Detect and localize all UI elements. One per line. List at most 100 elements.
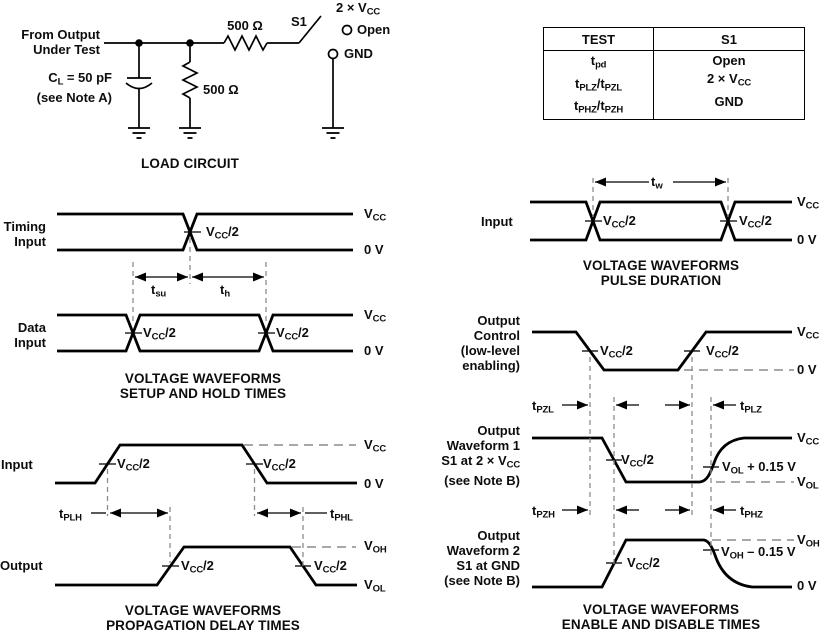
frag: V	[706, 343, 715, 358]
output-control-label: Output Control (low-level enabling)	[452, 313, 520, 373]
frag: CC	[372, 212, 387, 224]
frag: PLZ	[579, 82, 597, 93]
frag: /2	[228, 224, 239, 239]
frag: CC	[125, 462, 140, 474]
frag: /2	[336, 558, 347, 573]
frag: V	[117, 456, 126, 471]
vcc-half-label: VCC/2	[276, 325, 309, 345]
timing-input-label: Timing Input	[2, 219, 46, 249]
series-resistor-symbol	[223, 34, 268, 52]
frag: V	[364, 307, 373, 322]
frag: V	[263, 456, 272, 471]
test-column-header: TEST	[543, 27, 654, 51]
pulse-duration-caption: VOLTAGE WAVEFORMS PULSE DURATION	[521, 258, 801, 288]
s1-2xvcc: 2 × VCC	[654, 69, 804, 92]
gnd-terminal	[327, 48, 339, 60]
frag: V	[627, 555, 636, 570]
frag: CC	[714, 349, 729, 361]
dashed-time-markers	[106, 178, 729, 568]
source-line1: From Output	[21, 27, 100, 42]
voh-level-label: VOH	[364, 538, 387, 558]
zero-v-level-label: 0 V	[364, 242, 384, 257]
frag: CC	[805, 436, 820, 448]
zero-v-level-label: 0 V	[364, 476, 384, 491]
frag: t	[740, 398, 745, 413]
dimension-arrows	[91, 177, 736, 518]
frag: t	[532, 503, 537, 518]
output-waveform1-trace	[532, 436, 792, 484]
frag: = 50 pF	[63, 70, 112, 85]
s1-open: Open	[712, 53, 746, 68]
frag: L	[57, 76, 64, 88]
pulse-input-label: Input	[481, 214, 513, 229]
frag: V	[364, 206, 373, 221]
frag: /2	[622, 343, 633, 358]
frag: CC	[737, 77, 752, 89]
frag: PLZ	[744, 404, 762, 416]
shunt-resistor-symbol	[181, 61, 199, 99]
frag: V	[722, 459, 731, 474]
data-input-trace	[57, 313, 353, 353]
frag: + 0.15 V	[743, 459, 796, 474]
tsu-label: tsu	[151, 282, 166, 302]
zero-v-level-label: 0 V	[797, 232, 817, 247]
frag: CC	[372, 443, 387, 455]
frag: V	[797, 430, 806, 445]
label-line: Control	[473, 328, 520, 343]
vcc-level-label: VCC	[364, 437, 386, 457]
frag: 2 × V	[706, 71, 738, 86]
vol-level-label: VOL	[797, 474, 819, 494]
label-line: Waveform 1	[446, 438, 520, 453]
s1-gnd: GND	[714, 93, 744, 109]
pulse-input-trace	[530, 200, 792, 242]
frag: PZL	[604, 82, 623, 93]
s1-column-cell: Open 2 × VCC GND	[653, 50, 805, 120]
frag: PLH	[63, 512, 82, 524]
caption-line: VOLTAGE WAVEFORMS	[582, 258, 740, 273]
frag: CC	[747, 219, 762, 231]
frag: – 0.15 V	[743, 544, 796, 559]
switch-blade	[298, 15, 322, 44]
cap-value-line: CL = 50 pF	[26, 70, 112, 90]
label-line: Waveform 2	[446, 543, 520, 558]
frag: CC	[506, 459, 521, 471]
frag: /2	[203, 558, 214, 573]
frag: CC	[284, 331, 299, 343]
frag: C	[48, 70, 58, 85]
label-line: S1 at 2 × VCC	[438, 453, 520, 473]
tpzh-label: tPZH	[532, 503, 555, 523]
label-line: enabling)	[462, 358, 520, 373]
frag: /2	[761, 213, 772, 228]
timing-input-trace	[57, 212, 353, 252]
frag: t	[220, 282, 225, 297]
vcc-level-label: VCC	[364, 206, 386, 226]
caption-line: PROPAGATION DELAY TIMES	[106, 618, 300, 633]
vcc-half-label: VCC/2	[206, 224, 239, 244]
switch-pos-gnd-label: GND	[344, 46, 373, 61]
frag: CC	[629, 458, 644, 470]
frag: V	[797, 194, 806, 209]
frag: S1 at 2 × V	[441, 453, 507, 468]
frag: PZH	[604, 104, 624, 116]
frag: t	[573, 98, 579, 113]
frag: t	[59, 506, 64, 521]
source-line2: Under Test	[33, 42, 100, 57]
zero-v-level-label: 0 V	[797, 578, 817, 593]
frag: V	[314, 558, 323, 573]
s1-test-table: TEST S1 tpd tPLZ/tPZL tPHZ/tPZH Open 2 ×…	[543, 27, 805, 120]
output-control-trace	[532, 330, 792, 372]
vol-plus-label: VOL + 0.15 V	[722, 459, 796, 479]
label-line: Data	[17, 320, 46, 335]
voh-level-label: VOH	[797, 532, 820, 552]
tphl-label: tPHL	[330, 506, 353, 526]
prop-input-trace	[55, 443, 357, 485]
frag: OH	[805, 538, 820, 550]
vcc-half-label: VCC/2	[603, 213, 636, 233]
frag: t	[330, 506, 335, 521]
frag: OL	[730, 465, 744, 477]
vcc-level-label: VCC	[797, 324, 819, 344]
label-line: Output	[477, 313, 520, 328]
test-column-cell: tpd tPLZ/tPZL tPHZ/tPZH	[543, 50, 654, 120]
capacitor-symbol	[125, 82, 153, 90]
frag: h	[224, 288, 230, 300]
